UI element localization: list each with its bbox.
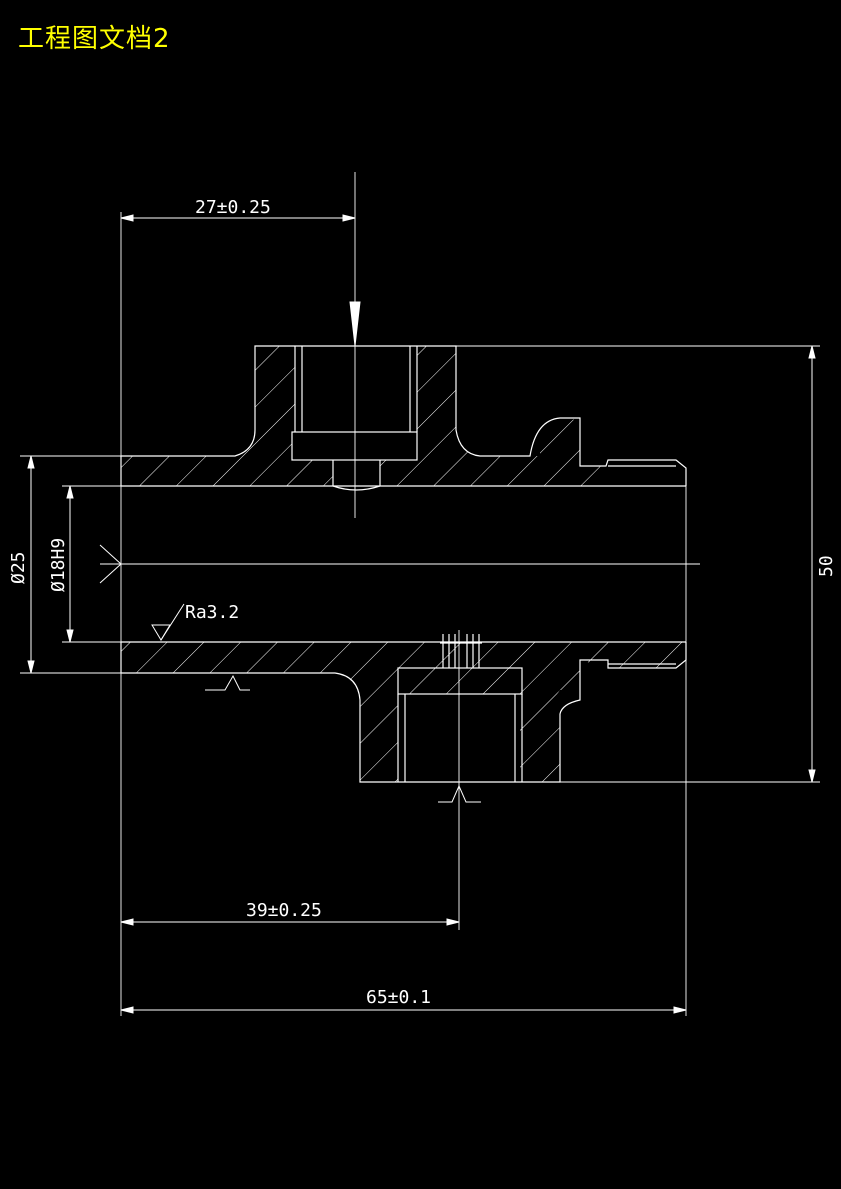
roughness-label: Ra3.2 bbox=[185, 602, 239, 623]
dimension-lines bbox=[27, 214, 816, 1014]
section-hatching bbox=[121, 346, 686, 782]
construction-lines bbox=[20, 172, 820, 1016]
dim-dia18h9: Ø18H9 bbox=[48, 538, 69, 592]
part-outline bbox=[120, 345, 687, 783]
dim-27: 27±0.25 bbox=[195, 197, 271, 218]
drawing-title: 工程图文档2 bbox=[18, 24, 171, 54]
dim-65: 65±0.1 bbox=[366, 987, 431, 1008]
dim-50: 50 bbox=[816, 555, 837, 577]
surface-symbols bbox=[99, 544, 481, 803]
dim-39: 39±0.25 bbox=[246, 900, 322, 921]
dim-dia25: Ø25 bbox=[8, 551, 29, 584]
